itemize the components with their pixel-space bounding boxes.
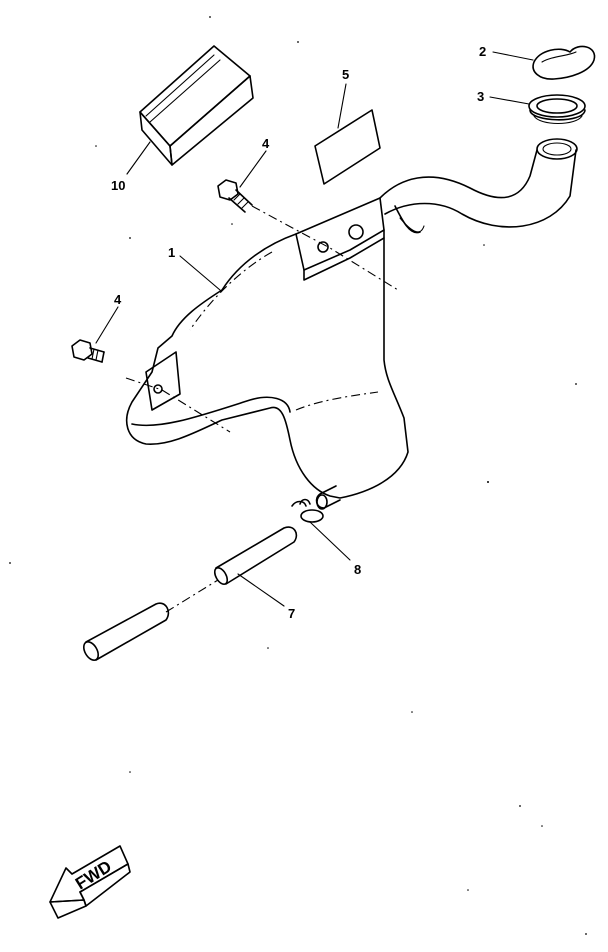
leader-8: [309, 521, 351, 561]
part-3-grommet: [528, 94, 586, 125]
alignment-line-upper: [251, 205, 399, 291]
callout-3: 3: [477, 89, 484, 104]
callout-7: 7: [288, 606, 295, 621]
callout-8: 8: [354, 562, 361, 577]
leader-3: [489, 96, 530, 105]
alignment-line-hose: [165, 579, 219, 613]
part-8-clamp: [291, 498, 324, 523]
part-4-bolt-upper: [217, 179, 253, 213]
leader-10: [126, 141, 151, 175]
part-1-tank: [125, 138, 578, 510]
part-4-bolt-lower: [71, 339, 105, 363]
callout-1: 1: [168, 245, 175, 260]
leader-4-upper: [239, 150, 267, 188]
part-5-label: [314, 109, 381, 185]
callout-4-lower: 4: [114, 292, 122, 307]
part-2-cap: [532, 45, 596, 80]
leader-5: [337, 83, 347, 129]
part-7-hose: [82, 526, 298, 661]
leader-2: [492, 51, 534, 61]
callout-4-upper: 4: [262, 136, 270, 151]
callout-10: 10: [111, 178, 125, 193]
fwd-arrow-icon: FWD: [49, 845, 131, 919]
callout-2: 2: [479, 44, 486, 59]
scan-specks: [9, 16, 587, 935]
leader-4-lower: [95, 306, 119, 344]
leader-1: [179, 255, 221, 291]
leader-7: [237, 573, 285, 607]
part-10-pad: [139, 45, 254, 166]
callout-5: 5: [342, 67, 349, 82]
